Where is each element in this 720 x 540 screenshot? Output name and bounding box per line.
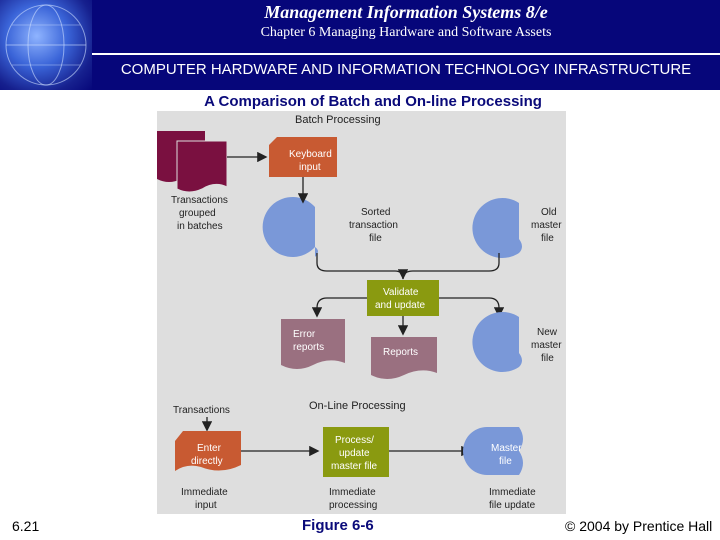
error-reports-shape bbox=[281, 319, 345, 369]
keyboard-input-label: Keyboard input bbox=[289, 149, 335, 173]
validate-label: Validate and update bbox=[375, 287, 425, 311]
error-reports-label: Error reports bbox=[293, 329, 324, 353]
globe-logo bbox=[0, 0, 92, 90]
slide-header: Management Information Systems 8/e Chapt… bbox=[0, 0, 720, 90]
course-title: Management Information Systems 8/e bbox=[264, 2, 548, 22]
validate-box bbox=[367, 280, 439, 316]
slide-title: A Comparison of Batch and On-line Proces… bbox=[204, 93, 542, 110]
batch-transactions-label: Transactions grouped in batches bbox=[171, 195, 231, 232]
chapter-subtitle: Chapter 6 Managing Hardware and Software… bbox=[260, 25, 552, 40]
old-master-label: Old master file bbox=[531, 207, 564, 244]
sorted-file-disk bbox=[262, 197, 318, 257]
enter-directly-shape bbox=[175, 431, 241, 471]
section-title: COMPUTER HARDWARE AND INFORMATION TECHNO… bbox=[120, 61, 692, 78]
immediate-processing-label: Immediate processing bbox=[329, 487, 378, 511]
new-master-label: New master file bbox=[531, 327, 564, 364]
new-master-disk bbox=[472, 312, 522, 373]
reports-shape bbox=[371, 337, 437, 379]
process-update-label: Process/ update master file bbox=[331, 435, 378, 472]
online-transactions-label: Transactions bbox=[173, 405, 230, 416]
figure-caption: Figure 6-6 bbox=[302, 517, 374, 534]
copyright-notice: © 2004 by Prentice Hall bbox=[565, 518, 713, 534]
processing-diagram: Batch Processing On-Line Processing Tran… bbox=[157, 111, 566, 514]
immediate-input-label: Immediate input bbox=[181, 487, 230, 511]
enter-directly-label: Enter directly bbox=[191, 443, 224, 467]
arrow-validate-to-newmaster bbox=[439, 297, 505, 318]
process-update-box bbox=[323, 427, 389, 477]
online-heading: On-Line Processing bbox=[309, 400, 406, 412]
keyboard-input-shape bbox=[269, 137, 337, 177]
immediate-update-label: Immediate file update bbox=[489, 487, 538, 511]
old-master-disk bbox=[472, 198, 522, 258]
sorted-file-label: Sorted transaction file bbox=[349, 207, 401, 244]
reports-label: Reports bbox=[383, 347, 418, 358]
online-master-disk bbox=[463, 427, 523, 475]
transactions-documents bbox=[157, 131, 228, 193]
batch-heading: Batch Processing bbox=[295, 114, 381, 126]
arrow-validate-to-error bbox=[311, 297, 367, 318]
slide-number: 6.21 bbox=[12, 518, 40, 534]
online-master-label: Master file bbox=[491, 443, 524, 467]
header-divider bbox=[92, 53, 720, 55]
